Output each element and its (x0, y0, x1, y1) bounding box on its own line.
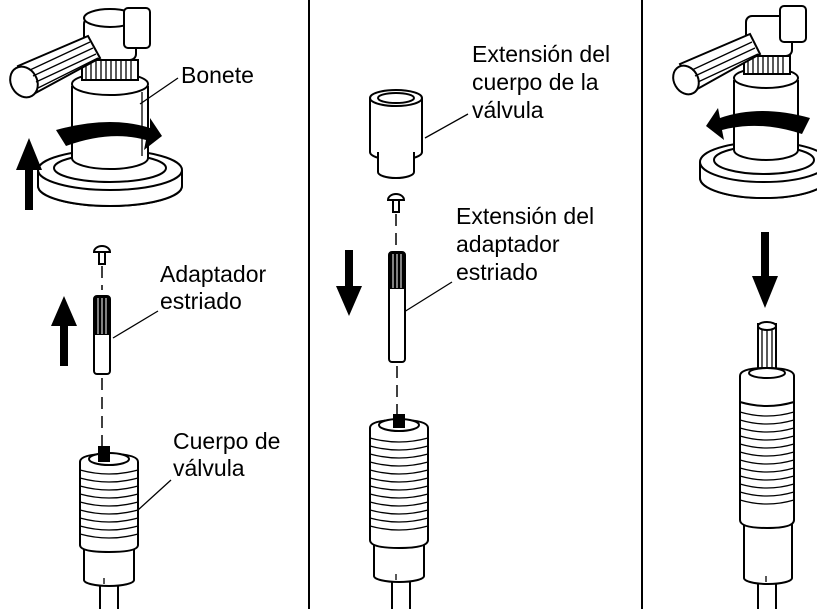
label-adapter-extension-2: adaptador (456, 231, 560, 257)
rotate-clockwise-arrow (56, 118, 162, 150)
label-body-extension-3: válvula (472, 97, 544, 123)
label-bonnet: Bonete (181, 62, 254, 88)
bonnet-part (9, 7, 183, 207)
label-body-extension-2: cuerpo de la (472, 69, 599, 95)
bonnet-part (672, 5, 817, 199)
label-splined-adapter-2: estriado (160, 288, 242, 314)
label-splined-adapter-1: Adaptador (160, 261, 266, 287)
rotate-counterclockwise-arrow (706, 108, 810, 140)
body-extension-part (369, 89, 423, 179)
screw-part (92, 245, 112, 265)
label-valve-body-1: Cuerpo de (173, 428, 280, 454)
up-arrow-icon (16, 138, 42, 210)
label-body-extension-1: Extensión del (472, 41, 610, 67)
assembled-valve-part (739, 321, 795, 609)
splined-adapter-part (93, 295, 111, 375)
down-arrow-icon (336, 250, 362, 316)
down-arrow-icon (752, 232, 778, 308)
panel-3 (672, 5, 817, 609)
panel-2: Extensión del cuerpo de la válvula Exten… (336, 41, 610, 609)
panel-1: Bonete Adaptador estriado (9, 7, 280, 609)
screw-part (386, 193, 406, 213)
valve-body-part (369, 414, 429, 609)
label-adapter-extension-1: Extensión del (456, 203, 594, 229)
label-valve-body-2: válvula (173, 455, 245, 481)
valve-body-part (79, 446, 139, 609)
up-arrow-icon (51, 296, 77, 366)
adapter-extension-part (388, 251, 406, 363)
label-adapter-extension-3: estriado (456, 259, 538, 285)
